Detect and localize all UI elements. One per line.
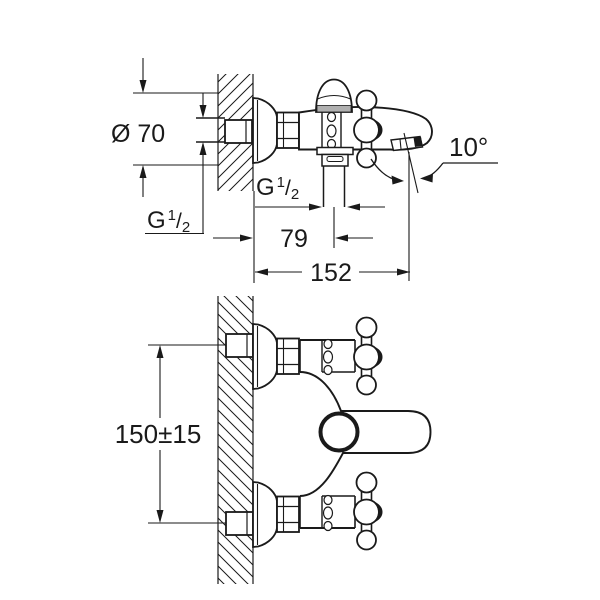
escutcheon-side	[252, 97, 300, 164]
escutcheon-plan-bottom	[252, 481, 300, 548]
dome-cap	[315, 78, 353, 113]
spout-angle-label: 10°	[449, 132, 488, 162]
handle-plan-top	[353, 316, 384, 396]
dim-152-label: 152	[310, 259, 352, 287]
dim-79-label: 79	[280, 225, 308, 253]
dimension-shower-thread	[255, 203, 385, 211]
handle-plan-bottom	[353, 471, 384, 551]
escutcheon-diameter-label: Ø 70	[111, 120, 165, 148]
handle-side	[353, 89, 384, 169]
concealed-union-plan-bottom	[225, 511, 254, 536]
concealed-union-plan-top	[225, 333, 254, 358]
escutcheon-plan-top	[252, 323, 300, 390]
concealed-union-side	[224, 119, 253, 144]
dim-150-label: 150±15	[115, 419, 202, 449]
dimension-escutcheon-diameter	[133, 58, 218, 197]
dimension-150	[148, 344, 226, 524]
dimension-79	[213, 234, 373, 242]
dimension-152	[255, 152, 410, 281]
plan-view: 150±15	[115, 296, 432, 584]
dimension-spout-angle	[370, 132, 498, 194]
diverter-knob	[318, 411, 360, 453]
shower-outlet-union	[316, 146, 354, 248]
dimension-supply-thread	[145, 93, 207, 235]
faucet-body-side	[298, 105, 433, 248]
